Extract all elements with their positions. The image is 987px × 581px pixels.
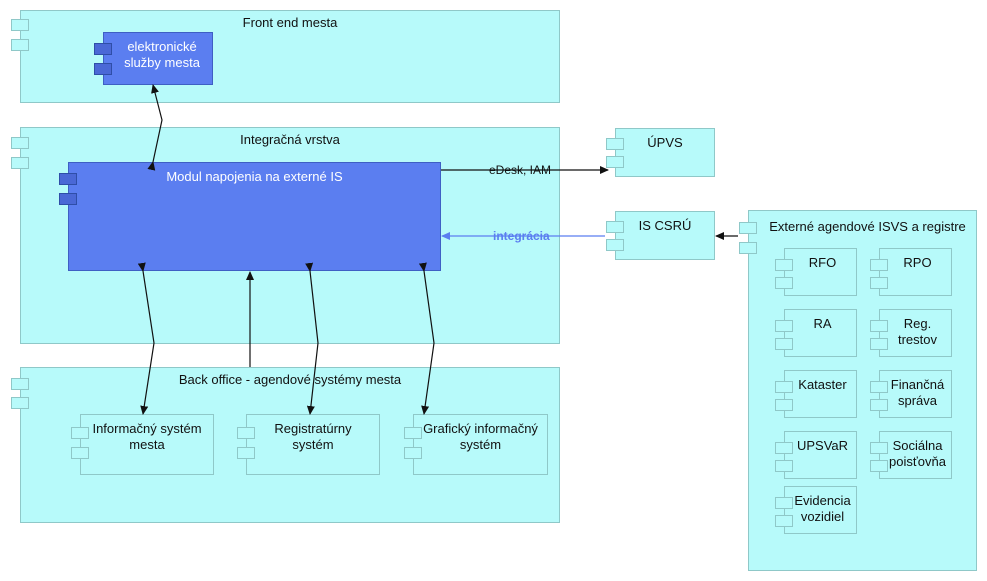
- edge-module-gis: [418, 262, 435, 415]
- system-label: Grafický informačný systém: [423, 421, 538, 452]
- register-box: Sociálna poisťovňa: [870, 431, 952, 479]
- component-icon: [606, 138, 624, 150]
- component-icon: [775, 259, 793, 271]
- component-icon: [775, 515, 793, 527]
- component-icon: [606, 239, 624, 251]
- backoffice-title: Back office - agendové systémy mesta: [178, 372, 402, 387]
- system-box-gis: Grafický informačný systém: [404, 414, 548, 475]
- component-icon: [404, 447, 422, 459]
- component-icon: [870, 320, 888, 332]
- register-label: UPSVaR: [796, 438, 849, 453]
- component-icon: [775, 460, 793, 472]
- integration-title: Integračná vrstva: [240, 132, 340, 147]
- system-box-is-mesta: Informačný systém mesta: [71, 414, 214, 475]
- edge-module-registratura: [305, 262, 319, 415]
- register-label: Kataster: [798, 377, 847, 392]
- component-icon: [870, 338, 888, 350]
- eservices-box: elektronické služby mesta: [94, 32, 213, 85]
- component-icon: [11, 378, 29, 390]
- register-box: RFO: [775, 248, 857, 296]
- component-icon: [94, 43, 112, 55]
- component-icon: [94, 63, 112, 75]
- register-label: Finančná správа: [890, 377, 945, 408]
- module-label: Modul napojenia na externé IS: [166, 169, 343, 184]
- eservices-label: elektronické služby mesta: [124, 39, 200, 70]
- component-icon: [870, 381, 888, 393]
- system-label: Informačný systém mesta: [92, 421, 202, 452]
- component-icon: [870, 277, 888, 289]
- component-icon: [59, 193, 77, 205]
- component-icon: [11, 137, 29, 149]
- component-icon: [71, 427, 89, 439]
- component-icon: [870, 442, 888, 454]
- component-icon: [870, 460, 888, 472]
- component-icon: [11, 397, 29, 409]
- component-icon: [237, 427, 255, 439]
- module-box: Modul napojenia na externé IS: [59, 162, 441, 271]
- register-label: Reg. trestov: [897, 316, 937, 347]
- iscsru-box: IS CSRÚ: [606, 211, 715, 260]
- register-box: Finančná správа: [870, 370, 952, 418]
- component-icon: [11, 157, 29, 169]
- register-box: UPSVaR: [775, 431, 857, 479]
- component-icon: [71, 447, 89, 459]
- component-icon: [59, 173, 77, 185]
- component-icon: [775, 320, 793, 332]
- component-icon: [606, 156, 624, 168]
- registers-title: Externé agendové ISVS a registre: [769, 219, 966, 234]
- frontend-title: Front end mesta: [242, 15, 338, 30]
- register-label: RA: [813, 316, 832, 331]
- edge-module-ismesta: [137, 262, 155, 415]
- iscsru-label: IS CSRÚ: [638, 218, 692, 233]
- register-label: Evidencia vozidiel: [794, 493, 851, 524]
- component-icon: [870, 399, 888, 411]
- component-icon: [404, 427, 422, 439]
- component-icon: [739, 222, 757, 234]
- register-box: RA: [775, 309, 857, 357]
- component-icon: [775, 338, 793, 350]
- upvs-box: ÚPVS: [606, 128, 715, 177]
- register-box: Evidencia vozidiel: [775, 486, 857, 534]
- component-icon: [870, 259, 888, 271]
- component-icon: [237, 447, 255, 459]
- edge-eservices-module: [147, 84, 163, 171]
- component-icon: [11, 19, 29, 31]
- register-box: RPO: [870, 248, 952, 296]
- component-icon: [775, 497, 793, 509]
- component-icon: [739, 242, 757, 254]
- register-box: Reg. trestov: [870, 309, 952, 357]
- component-icon: [775, 399, 793, 411]
- component-icon: [775, 381, 793, 393]
- system-label: Registratúrny systém: [274, 421, 352, 452]
- component-icon: [606, 221, 624, 233]
- register-label: Sociálna poisťovňa: [889, 438, 946, 469]
- component-icon: [11, 39, 29, 51]
- component-icon: [775, 277, 793, 289]
- register-label: RPO: [903, 255, 932, 270]
- register-label: RFO: [808, 255, 837, 270]
- system-box-registratura: Registratúrny systém: [237, 414, 380, 475]
- register-box: Kataster: [775, 370, 857, 418]
- component-icon: [775, 442, 793, 454]
- upvs-label: ÚPVS: [647, 135, 683, 150]
